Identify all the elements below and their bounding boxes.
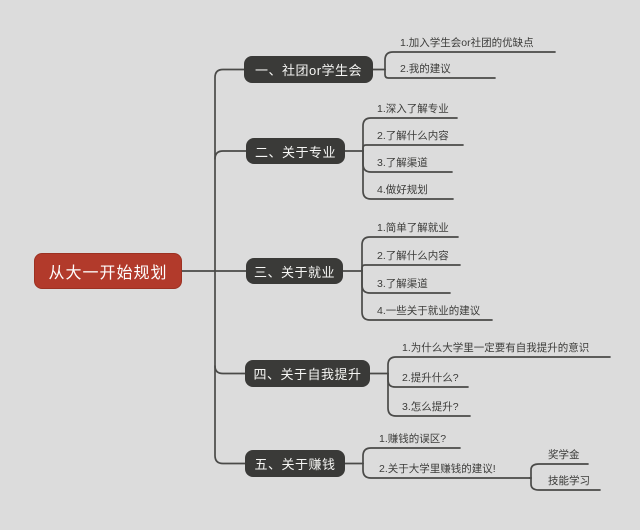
branch-topic-3[interactable]: 三、关于就业	[246, 258, 343, 284]
subtopic-3-1[interactable]: 1.简单了解就业	[377, 222, 449, 234]
branch-topic-5[interactable]: 五、关于赚钱	[245, 450, 345, 477]
subtopic-3-4[interactable]: 4.一些关于就业的建议	[377, 305, 481, 317]
subtopic-2-4[interactable]: 4.做好规划	[377, 184, 428, 196]
subtopic-5-2-1[interactable]: 奖学金	[548, 449, 580, 461]
branch-topic-4[interactable]: 四、关于自我提升	[245, 360, 370, 387]
subtopic-4-1[interactable]: 1.为什么大学里一定要有自我提升的意识	[402, 342, 590, 354]
subtopic-4-2[interactable]: 2.提升什么?	[402, 372, 459, 384]
subtopic-2-1[interactable]: 1.深入了解专业	[377, 103, 449, 115]
subtopic-1-2[interactable]: 2.我的建议	[400, 63, 451, 75]
subtopic-2-3[interactable]: 3.了解渠道	[377, 157, 428, 169]
subtopic-5-2[interactable]: 2.关于大学里赚钱的建议!	[379, 463, 496, 475]
subtopic-1-1[interactable]: 1.加入学生会or社团的优缺点	[400, 37, 534, 49]
subtopic-4-3[interactable]: 3.怎么提升?	[402, 401, 459, 413]
branch-topic-1[interactable]: 一、社团or学生会	[244, 56, 373, 83]
subtopic-3-3[interactable]: 3.了解渠道	[377, 278, 428, 290]
subtopic-2-2[interactable]: 2.了解什么内容	[377, 130, 449, 142]
subtopic-5-1[interactable]: 1.赚钱的误区?	[379, 433, 447, 445]
branch-topic-2[interactable]: 二、关于专业	[246, 138, 345, 164]
root-topic[interactable]: 从大一开始规划	[34, 253, 182, 289]
subtopic-3-2[interactable]: 2.了解什么内容	[377, 250, 449, 262]
subtopic-5-2-2[interactable]: 技能学习	[548, 475, 590, 487]
